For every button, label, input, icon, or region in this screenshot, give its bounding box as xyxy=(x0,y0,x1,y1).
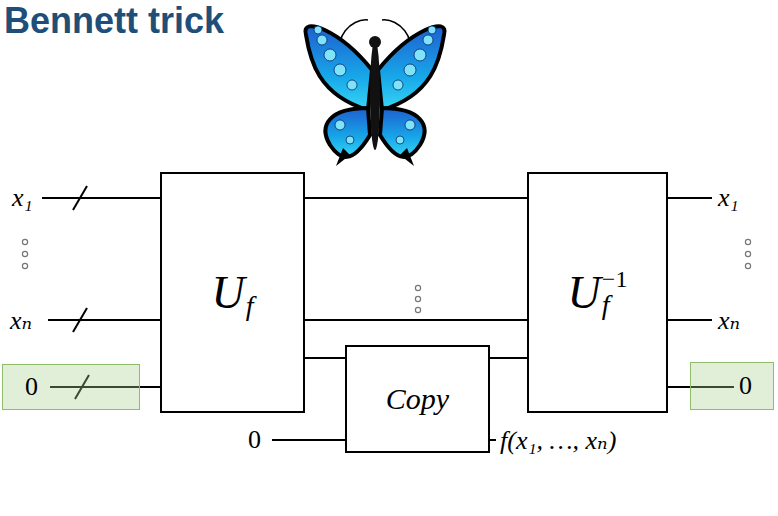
wing-spot xyxy=(405,120,415,130)
output-wire xyxy=(668,319,712,321)
wing-tail xyxy=(336,148,350,166)
wing-spot xyxy=(428,26,436,34)
ellipsis-dot xyxy=(745,239,750,244)
ancilla-wire xyxy=(272,439,345,441)
ellipsis-dot xyxy=(415,307,420,312)
lower-wing xyxy=(380,108,424,157)
lower-wing xyxy=(326,108,370,157)
input-wire xyxy=(42,197,160,199)
inverse-unitary-gate: Uf−1 xyxy=(527,172,668,413)
upper-wing xyxy=(305,26,372,110)
qubit-label: x₁ xyxy=(12,183,33,213)
bus-slash xyxy=(73,308,87,332)
subscript: f xyxy=(602,291,610,319)
quantum-wire xyxy=(668,386,690,388)
ancilla-value: 0 xyxy=(248,425,261,455)
quantum-wire xyxy=(305,197,527,199)
wing-spot xyxy=(317,35,327,45)
slide-title: Bennett trick xyxy=(4,0,224,42)
ellipsis-dot xyxy=(22,239,27,244)
upper-wing xyxy=(378,26,445,110)
wing-spot xyxy=(423,35,433,45)
gate-symbol: U xyxy=(211,270,244,316)
ellipsis-dot xyxy=(415,296,420,301)
ellipsis-dot xyxy=(415,285,420,290)
butterfly-head xyxy=(369,36,381,48)
wing-spot xyxy=(314,26,322,34)
wing-spot xyxy=(404,64,416,76)
ancilla-output-box: 0 xyxy=(690,362,774,410)
function-output: f(x₁, …, xₙ) xyxy=(500,425,616,456)
quantum-wire xyxy=(305,357,345,359)
wing-spot xyxy=(393,80,403,90)
copy-gate: Copy xyxy=(345,345,490,453)
ellipsis-dot xyxy=(745,263,750,268)
quantum-wire xyxy=(140,386,160,388)
gate-label: Copy xyxy=(386,382,449,416)
ancilla-value: 0 xyxy=(25,372,38,402)
output-wire xyxy=(668,197,712,199)
wing-spot xyxy=(334,64,346,76)
bus-slash xyxy=(73,186,87,210)
wing-spot xyxy=(396,136,404,144)
subscript: f xyxy=(246,292,254,320)
quantum-wire xyxy=(305,319,527,321)
script-stack: f xyxy=(246,292,254,320)
quantum-wire xyxy=(490,357,527,359)
qubit-label: x₁ xyxy=(718,183,739,213)
ancilla-input-box: 0 xyxy=(2,364,140,410)
wing-spot xyxy=(324,49,336,61)
butterfly xyxy=(305,20,444,166)
wing-spot xyxy=(414,49,426,61)
superscript: −1 xyxy=(602,267,628,291)
output-wire xyxy=(490,439,496,441)
ellipsis-dot xyxy=(22,251,27,256)
wing-spot xyxy=(347,80,357,90)
butterfly-body xyxy=(370,40,380,150)
input-wire xyxy=(48,319,160,321)
script-stack: f−1 xyxy=(602,267,628,319)
gate-symbol: U xyxy=(568,270,601,316)
qubit-label: xₙ xyxy=(718,305,740,336)
qubit-label: xₙ xyxy=(10,305,32,336)
wing-tail xyxy=(400,148,414,166)
ellipsis-dot xyxy=(22,263,27,268)
wing-spot xyxy=(335,120,345,130)
ancilla-value: 0 xyxy=(739,371,752,401)
ellipsis-dot xyxy=(745,251,750,256)
unitary-gate: Uf xyxy=(160,172,305,413)
wing-spot xyxy=(346,136,354,144)
